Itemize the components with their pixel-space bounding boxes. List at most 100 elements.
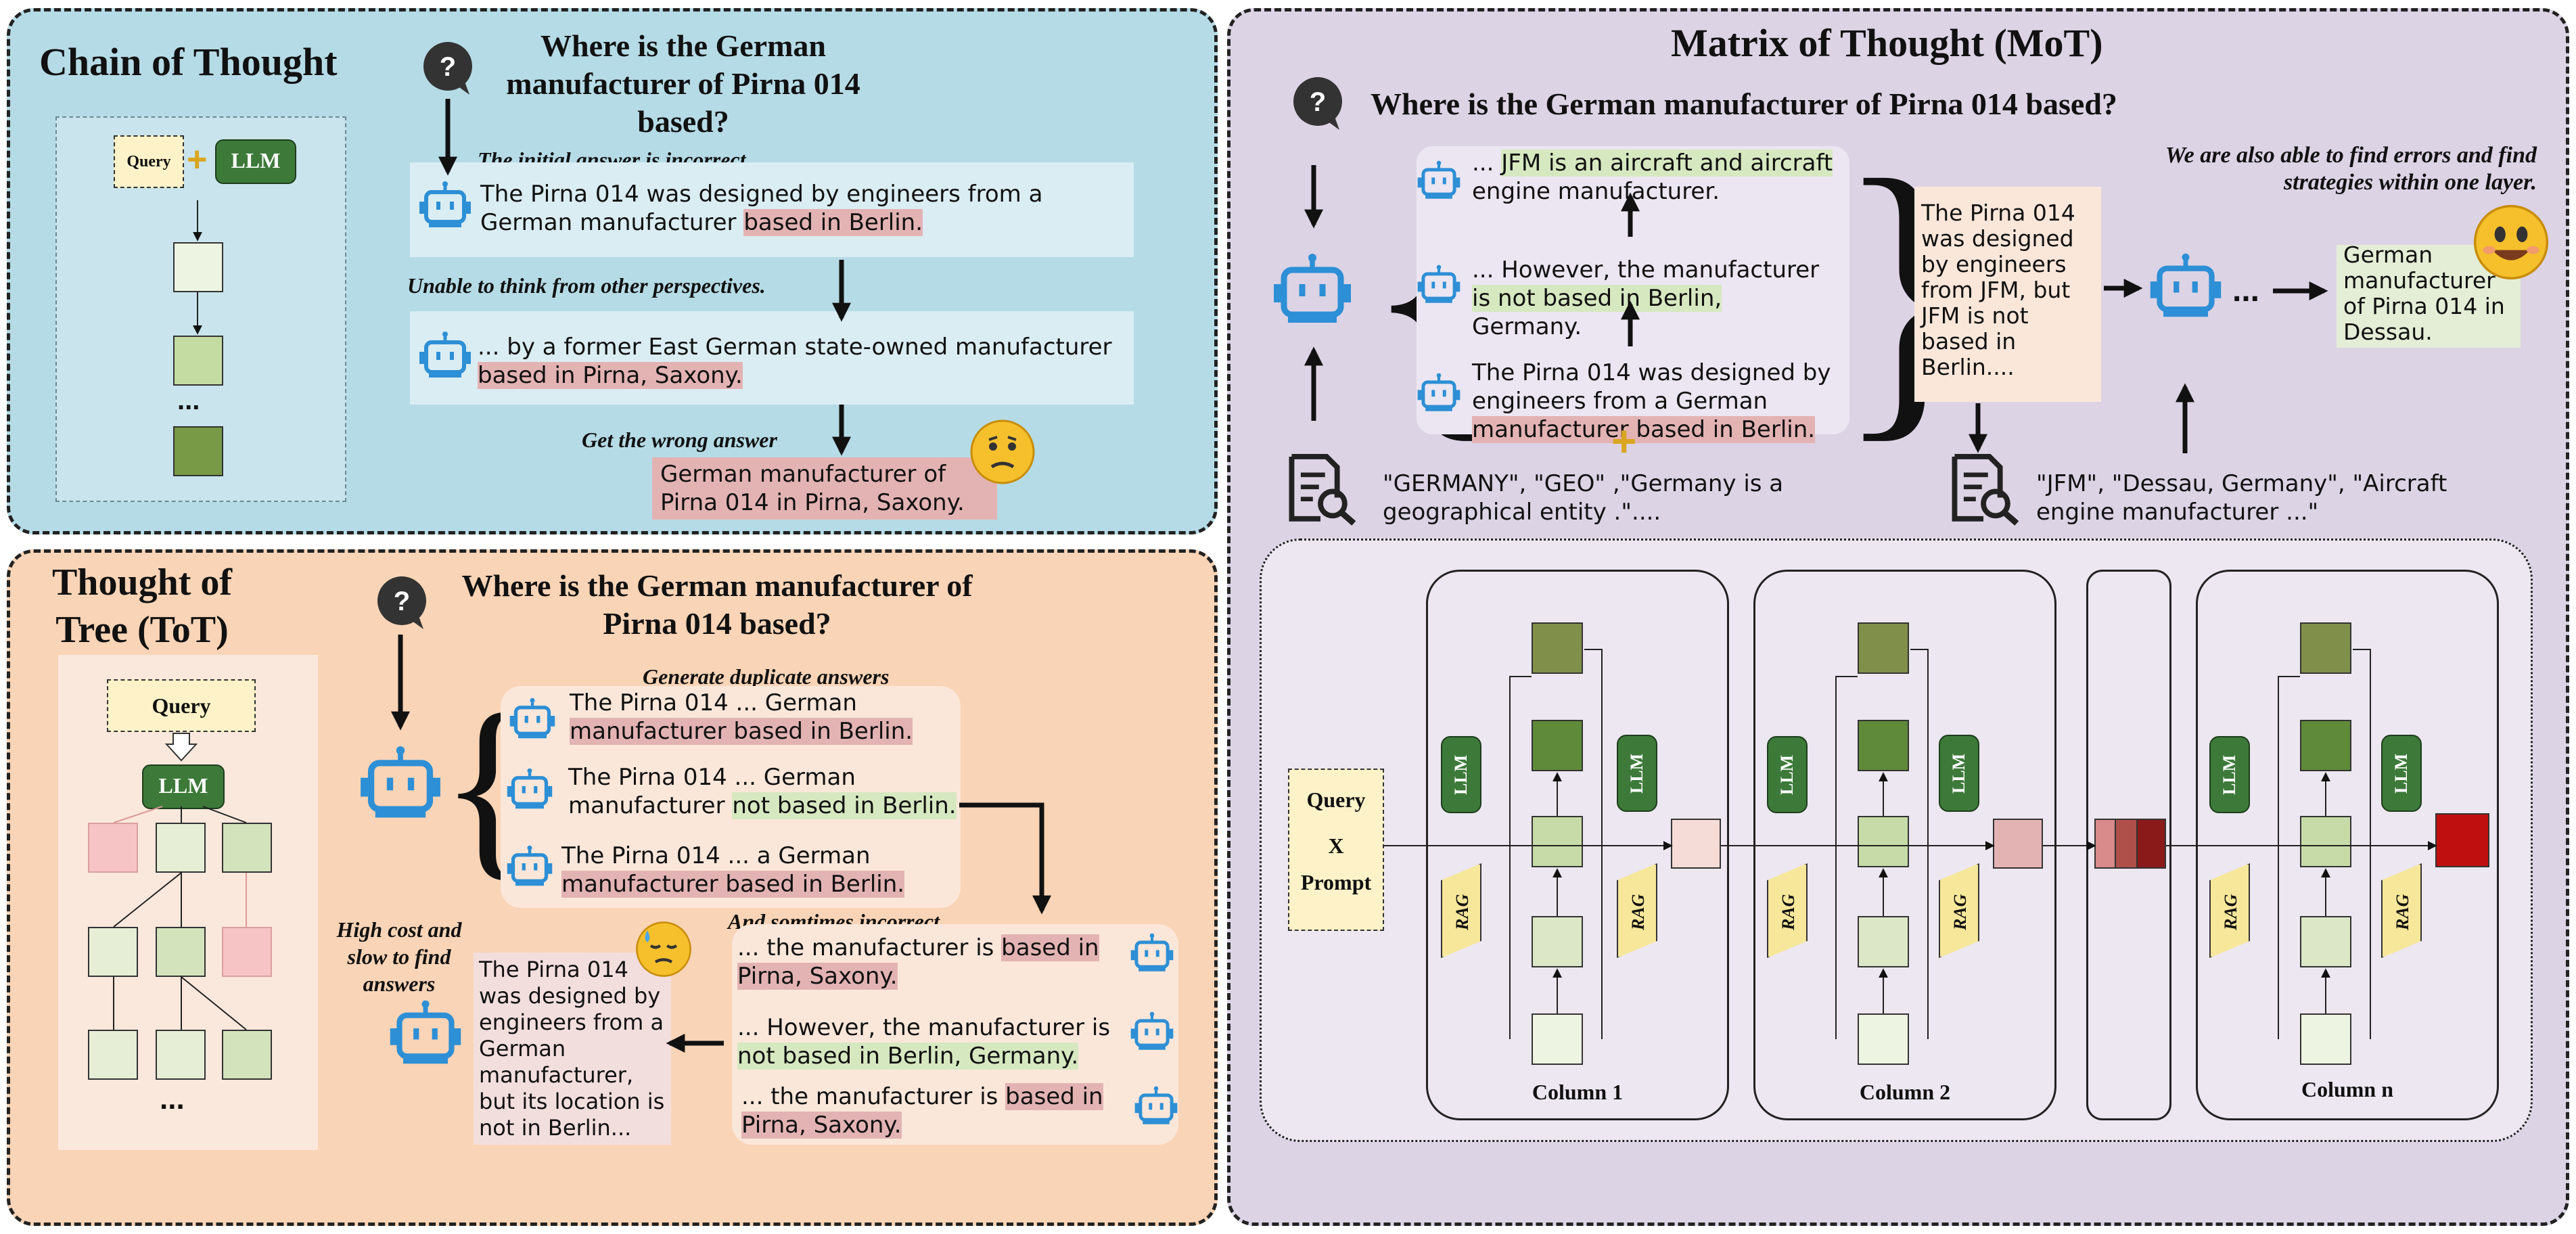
column-2-llm: LLM (1767, 736, 1808, 813)
tot-node-1c (222, 823, 272, 873)
column-n-label: Column n (2301, 1077, 2394, 1101)
cot-answer-1-text: The Pirna 014 was designed by engineers … (480, 181, 1043, 236)
cot-answer-2-text: ... by a former East German state-owned … (478, 334, 1112, 361)
tot-branch-2: ... However, the manufacturer is not bas… (737, 1013, 1130, 1070)
tot-branch-3-text: ... the manufacturer is (741, 1083, 1006, 1110)
column-n-node-top (2300, 622, 2351, 674)
column-2-node-3 (1858, 816, 1909, 867)
tot-final-answer: The Pirna 014 was designed by engineers … (479, 957, 665, 1141)
cot-query-box: Query (114, 135, 184, 188)
tot-node-2b (156, 927, 206, 977)
column-1-rag-right: RAG (1617, 863, 1657, 958)
tot-robot-final-icon (388, 999, 463, 1073)
tot-node-2c (222, 927, 272, 977)
column-1-llm: LLM (1441, 736, 1481, 813)
mot-input-query: Query (1306, 787, 1366, 812)
cot-answer-2: ... by a former East German state-owned … (478, 333, 1127, 390)
tot-note-cost: High cost and slow to find answers (336, 917, 462, 996)
cot-llm-label: LLM (231, 148, 281, 173)
tot-node-1a (88, 823, 138, 873)
cot-answer-2-highlight: based in Pirna, Saxony. (478, 362, 743, 389)
column-2-llm-right-label: LLM (1949, 753, 1969, 794)
tot-robot-big-icon (359, 744, 442, 828)
mot-robot-big-icon (1272, 252, 1353, 333)
tot-branches-box (732, 924, 1178, 1145)
mot-summary-box (1914, 187, 2101, 402)
mot-robot-icon-c3 (1417, 372, 1461, 417)
column-1-rag: RAG (1441, 863, 1481, 958)
mot-chain-dots: ... (2232, 273, 2260, 308)
mot-input-x: X (1328, 833, 1344, 858)
column-n-rag: RAG (2209, 863, 2250, 958)
cot-query-label: Query (127, 153, 171, 170)
cot-question: Where is the German manufacturer of Pirn… (506, 28, 860, 139)
cot-final-answer: German manufacturer of Pirna 014 in Pirn… (660, 461, 965, 516)
tot-answer-1-highlight: manufacturer based in Berlin. (570, 718, 913, 745)
collapsed-output-3 (2136, 819, 2166, 869)
mot-title: Matrix of Thought (MoT) (1671, 21, 2103, 65)
happy-emoji-icon (2472, 203, 2550, 281)
mot-candidate-1-highlight: JFM is an aircraft and aircraft (1501, 150, 1833, 177)
tot-branch-2-highlight: not based in Berlin, Germany. (737, 1043, 1079, 1070)
mot-candidate-1-tail: engine manufacturer. (1472, 178, 1720, 205)
search-document-icon-2 (1946, 451, 2021, 526)
tot-branch-1-text: ... the manufacturer is (737, 934, 1002, 961)
tot-answer-3: The Pirna 014 ... a German manufacturer … (561, 842, 940, 898)
cot-note-wrong: Get the wrong answer (582, 428, 777, 452)
tot-tree-dots: ... (160, 1082, 185, 1116)
tot-robot-icon-b1 (1130, 932, 1174, 977)
column-1-llm-right: LLM (1617, 735, 1657, 812)
tot-node-2a (88, 927, 138, 977)
column-1-output (1671, 819, 1721, 869)
mot-robot-icon-mid (2148, 252, 2223, 326)
tot-final-box (474, 953, 671, 1145)
mot-question: Where is the German manufacturer of Pirn… (1371, 87, 2117, 121)
mot-note-errors: We are also able to find errors and find… (2165, 143, 2537, 195)
tot-answer-1: The Pirna 014 ... German manufacturer ba… (570, 689, 948, 746)
column-1-node-top (1532, 622, 1583, 674)
mot-summary: The Pirna 014 was designed by engineers … (1921, 200, 2075, 380)
column-n-llm-label: LLM (2220, 754, 2239, 795)
column-2-label: Column 2 (1859, 1080, 1951, 1104)
column-n-node-4 (2300, 916, 2351, 967)
column-1-node-5 (1532, 1013, 1583, 1065)
cot-plus-icon: + (187, 140, 208, 179)
mot-candidate-2-text: ... However, the manufacturer (1472, 256, 1820, 283)
cot-robot-icon-2 (418, 330, 472, 384)
column-1-label: Column 1 (1532, 1080, 1624, 1104)
cot-question-icon: ? (419, 41, 476, 97)
column-n-output (2435, 813, 2489, 867)
cot-note-unable: Unable to think from other perspectives. (407, 273, 766, 298)
svg-text:?: ? (394, 587, 410, 616)
tot-title: Thought of Tree (ToT) (51, 562, 233, 651)
mot-input-box (1288, 769, 1384, 931)
column-1-node-4 (1532, 916, 1583, 967)
mot-plus-icon: + (1611, 417, 1637, 465)
mot-candidate-3: The Pirna 014 was designed by engineers … (1472, 359, 1837, 444)
cot-llm-box: LLM (215, 139, 296, 184)
tot-branch-2-text: ... However, the manufacturer is (737, 1014, 1111, 1041)
tot-question: Where is the German manufacturer of Pirn… (461, 568, 973, 641)
tot-llm-label: LLM (158, 773, 208, 798)
tot-node-3b (156, 1030, 206, 1080)
cot-step-3 (173, 426, 223, 476)
column-n-node-3 (2300, 816, 2351, 867)
column-n-llm-right-label: LLM (2391, 753, 2411, 794)
sweat-emoji-icon (635, 920, 693, 978)
tot-answer-2-text: The Pirna 014 ... German manufacturer (568, 764, 856, 819)
tot-query-box: Query (107, 679, 256, 732)
mot-retrieval-1: "GERMANY", "GEO" ,"Germany is a geograph… (1383, 470, 1784, 526)
mot-candidate-2-tail: Germany. (1472, 313, 1582, 340)
mot-robot-icon-c1 (1417, 160, 1461, 204)
mot-retrieval-2: "JFM", "Dessau, Germany", "Aircraft engi… (2036, 470, 2447, 526)
column-2-node-4 (1858, 916, 1909, 967)
tot-llm-box: LLM (142, 764, 225, 809)
tot-robot-icon-a1 (509, 697, 556, 744)
tot-robot-icon-a2 (506, 767, 553, 815)
tot-robot-icon-b2 (1130, 1011, 1174, 1055)
tot-answer-2: The Pirna 014 ... German manufacturer no… (568, 763, 961, 820)
mot-candidate-3-text: The Pirna 014 was designed by engineers … (1472, 359, 1831, 415)
mot-candidate-2-highlight: is not based in Berlin, (1472, 285, 1722, 312)
tot-node-3c (222, 1030, 272, 1080)
tot-answer-3-highlight: manufacturer based in Berlin. (561, 871, 905, 898)
